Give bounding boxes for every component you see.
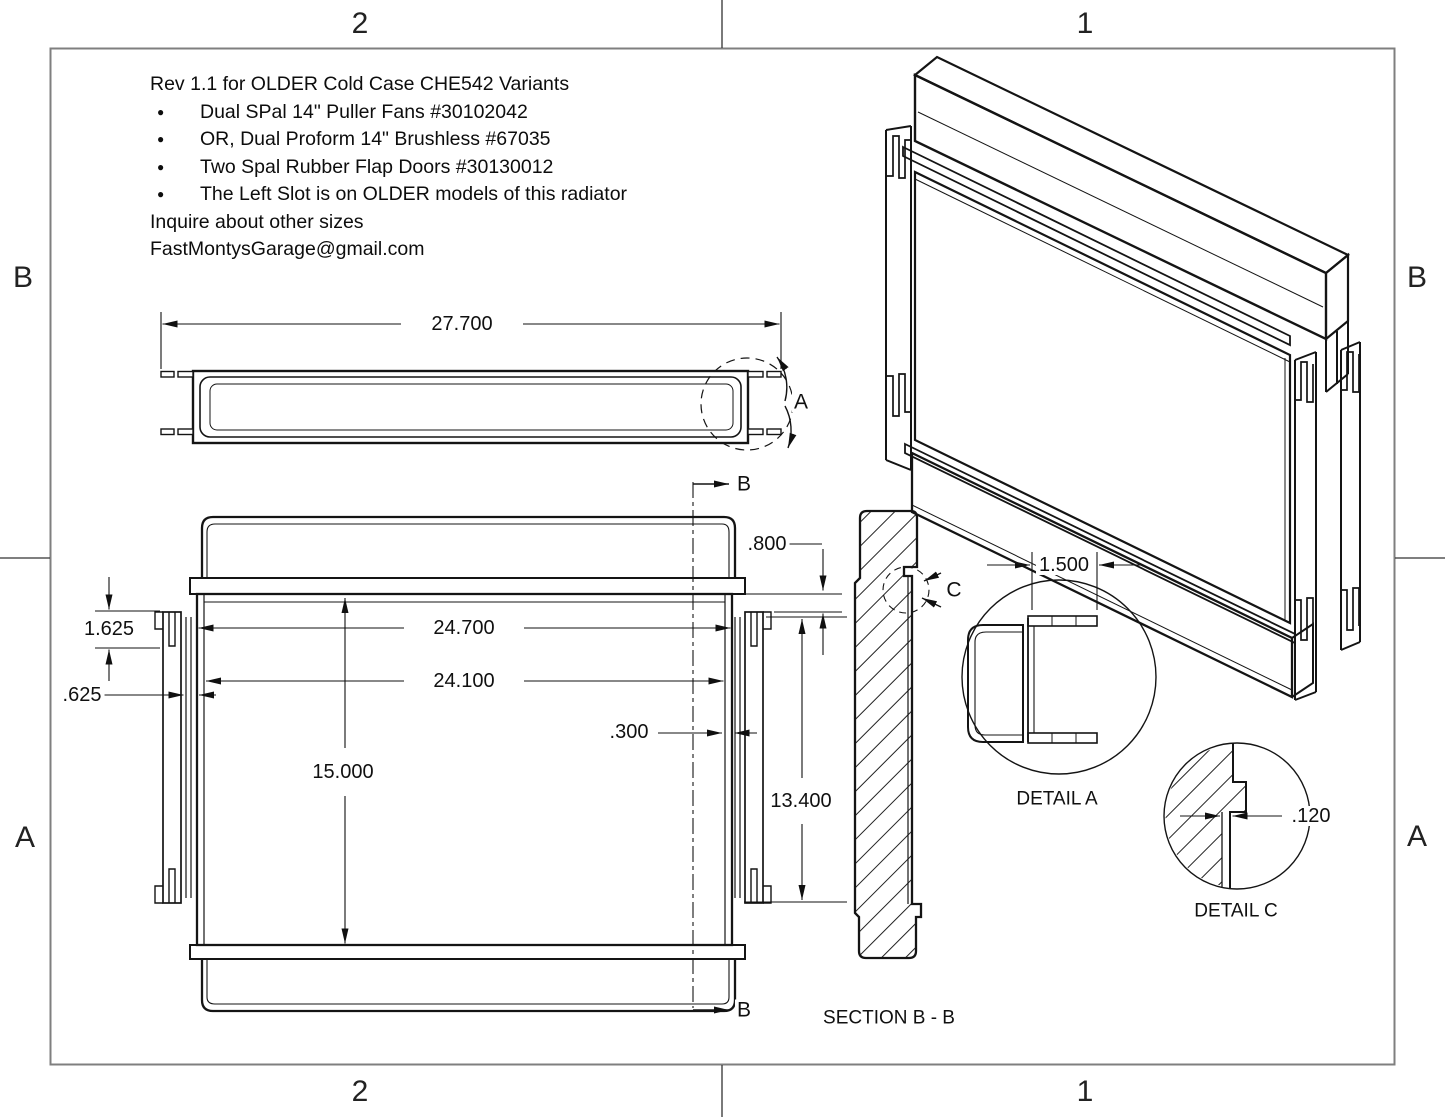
top-view-drawing: [160, 356, 797, 451]
detail-c-label: DETAIL C: [1194, 900, 1278, 922]
zone-left-a: A: [14, 821, 36, 854]
top-view-dimensions: [160, 312, 782, 369]
zone-right-b: B: [1406, 261, 1428, 294]
detail-a-label: DETAIL A: [1016, 788, 1098, 810]
zone-left-b: B: [12, 261, 34, 294]
section-view-drawing: [853, 509, 942, 960]
dim-slot-offset: 1.625: [80, 619, 138, 639]
section-line-b: [692, 480, 729, 1014]
note-bullet-fans: Dual SPal 14" Puller Fans #30102042: [150, 99, 790, 127]
right-bracket: [734, 611, 772, 904]
dim-slot-span: 13.400: [767, 791, 835, 811]
detail-a-drawing: [961, 552, 1157, 775]
dim-wall-inset: .300: [606, 722, 652, 742]
callout-detail-a: A: [791, 390, 811, 414]
zone-right-a: A: [1406, 820, 1428, 853]
dim-bracket-gap: .625: [59, 685, 105, 705]
note-bullet-flap-doors: Two Spal Rubber Flap Doors #30130012: [150, 154, 790, 182]
callout-section-b-top: B: [734, 472, 754, 496]
dim-overall-width: 27.700: [428, 314, 496, 334]
zone-top-right: 1: [1076, 7, 1094, 40]
dim-lip-thickness: .120: [1288, 806, 1334, 826]
dim-channel-width: 1.500: [1035, 555, 1093, 575]
section-view-label: SECTION B - B: [823, 1007, 955, 1029]
iso-right-brackets: [1294, 321, 1361, 701]
front-view-drawing: [154, 480, 772, 1014]
isometric-view-drawing: [885, 55, 1361, 701]
revision-notes: Rev 1.1 for OLDER Cold Case CHE542 Varia…: [150, 71, 790, 264]
detail-c-callout-circle: [882, 566, 930, 614]
callout-detail-c: C: [944, 578, 964, 602]
callout-section-b-bottom: B: [734, 998, 754, 1022]
note-bullet-brushless: OR, Dual Proform 14" Brushless #67035: [150, 126, 790, 154]
notes-inquire-line: Inquire about other sizes: [150, 210, 364, 233]
note-bullet-left-slot: The Left Slot is on OLDER models of this…: [150, 181, 790, 209]
zone-bottom-left: 2: [351, 1075, 369, 1108]
detail-c-drawing: [1163, 742, 1311, 890]
front-view-dimensions: [95, 543, 847, 944]
zone-bottom-right: 1: [1076, 1075, 1094, 1108]
zone-top-left: 2: [351, 7, 369, 40]
left-bracket: [154, 611, 192, 904]
dim-core-width: 24.700: [430, 618, 498, 638]
notes-email: FastMontysGarage@gmail.com: [150, 238, 425, 260]
iso-left-bracket: [885, 125, 912, 471]
dim-inner-width: 24.100: [430, 671, 498, 691]
dim-core-height: 15.000: [309, 762, 377, 782]
notes-title: Rev 1.1 for OLDER Cold Case CHE542 Varia…: [150, 73, 570, 95]
dim-tank-step: .800: [744, 534, 790, 554]
